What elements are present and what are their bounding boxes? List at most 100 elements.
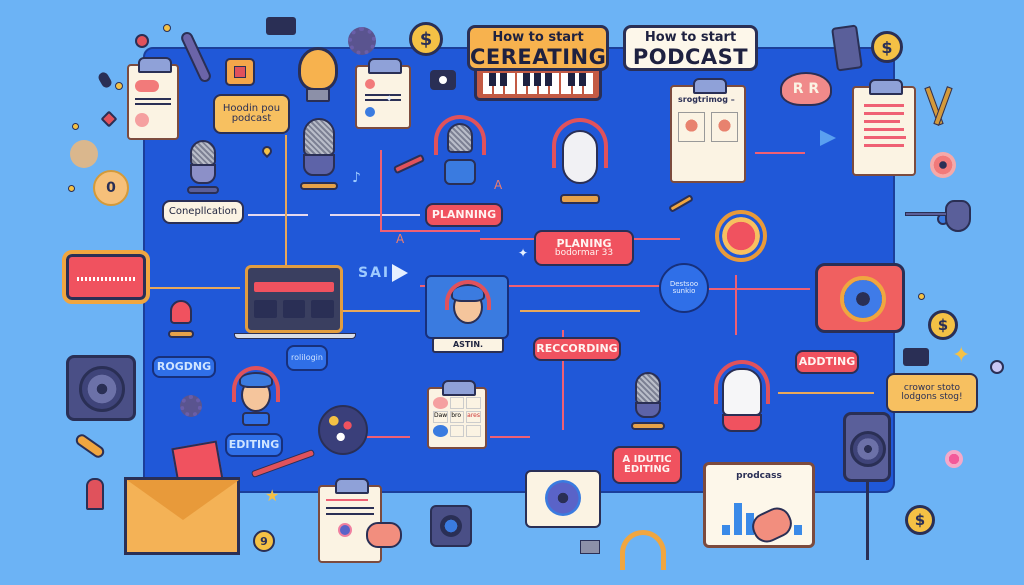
decor-dot xyxy=(100,110,118,128)
label-planning: PLANNING xyxy=(425,203,503,227)
connector-line xyxy=(340,310,420,312)
title-card-creating: How to start CEREATING xyxy=(467,25,609,71)
globe-cluster-icon xyxy=(318,405,368,455)
play-icon xyxy=(392,264,408,282)
paper-plane-icon xyxy=(820,130,836,146)
decor-dot xyxy=(115,82,123,90)
connector-line xyxy=(490,436,530,438)
headset-microphone-icon xyxy=(712,360,772,440)
coin-icon: 0 xyxy=(93,170,129,206)
music-note-icon: ♪ xyxy=(352,170,361,186)
sd-card-icon xyxy=(580,540,600,554)
title-card-large-text: PODCAST xyxy=(632,45,749,69)
camera-icon xyxy=(430,505,472,547)
badge-icon xyxy=(225,58,255,86)
gear-icon xyxy=(180,395,202,417)
planner-cell: ares xyxy=(466,411,481,423)
connector-line xyxy=(380,230,480,232)
connector-line xyxy=(700,288,810,290)
label-astin: ASTIN. xyxy=(432,337,504,353)
storyboard-heading: srogtrimog – xyxy=(678,95,735,104)
clipboard-icon xyxy=(355,58,411,129)
decor-dot xyxy=(930,152,956,178)
decor-dot xyxy=(96,70,114,90)
connector-line xyxy=(755,152,805,154)
storyboard-document: srogtrimog – xyxy=(670,78,746,183)
letter-a-icon: A xyxy=(396,232,405,246)
soundwave-icon xyxy=(62,250,150,304)
speaker-icon xyxy=(843,412,891,482)
label-adding: ADDTING xyxy=(795,350,859,374)
planning-box-title: PLANING xyxy=(556,236,612,250)
camera-small-icon xyxy=(266,17,296,35)
headphones-person-icon xyxy=(430,115,490,195)
piano-keys-icon xyxy=(474,71,602,101)
headphones-person-icon xyxy=(228,360,284,430)
coin-icon: $ xyxy=(928,310,958,340)
connector-line xyxy=(248,214,308,216)
label-recording-center: RECCORDING xyxy=(533,337,621,361)
speaker-tower-icon xyxy=(831,24,863,72)
coin-icon: $ xyxy=(871,31,903,63)
planner-icon: Daw bro ares xyxy=(427,380,487,449)
sai-text: SAI xyxy=(358,265,391,281)
coin-icon: $ xyxy=(905,505,935,535)
headset-microphone-icon xyxy=(548,118,612,218)
decor-dot xyxy=(945,450,963,468)
label-planning-box: PLANING bodormar 33 xyxy=(534,230,634,266)
connector-line xyxy=(145,287,240,289)
camera-icon xyxy=(430,70,456,90)
connector-line xyxy=(778,392,874,394)
title-card-small-text: How to start xyxy=(492,30,584,45)
marker-icon xyxy=(73,431,107,461)
speech-bubble: R R xyxy=(780,72,832,106)
drawing-hand xyxy=(366,522,402,548)
title-card-large-text: CEREATING xyxy=(470,45,607,69)
clipboard-icon xyxy=(127,57,179,140)
microphone-icon xyxy=(166,300,196,350)
star-icon: ★ xyxy=(265,486,280,505)
sparkle-icon: ✦ xyxy=(952,343,971,368)
decor-dot xyxy=(135,34,149,48)
connector-line xyxy=(735,275,737,335)
note-how-to-podcast: Hoodin pou podcast xyxy=(213,94,290,134)
speaker-icon xyxy=(66,355,136,421)
decor-coin-faded xyxy=(70,140,98,168)
coin-icon: $ xyxy=(409,22,443,56)
clipboard-icon xyxy=(852,79,916,176)
connector-line xyxy=(520,310,640,312)
bulb-base xyxy=(306,88,330,102)
note-crowd: crowor stoto lodgons stog! xyxy=(886,373,978,413)
decor-dot xyxy=(918,293,925,300)
title-card-podcast: How to start PODCAST xyxy=(623,25,758,71)
light-bulb-icon xyxy=(298,47,338,91)
label-rolilogin: rolilogin xyxy=(286,345,328,371)
connector-line xyxy=(365,436,410,438)
decor-dot xyxy=(68,185,75,192)
label-editing-left: EDITING xyxy=(225,433,283,457)
headphones-icon xyxy=(620,530,666,570)
speaker-stand xyxy=(866,482,869,560)
decor-dot xyxy=(990,360,1004,374)
label-recording-left: ROGDNG xyxy=(152,356,216,378)
sparkle-icon: ✦ xyxy=(518,246,529,260)
sparkle-icon: ✦ xyxy=(385,94,394,105)
title-card-small-text: How to start xyxy=(644,30,737,45)
microphone-icon xyxy=(183,140,223,200)
microphone-icon xyxy=(628,372,668,444)
decor-dot xyxy=(72,123,79,130)
target-gear-icon xyxy=(715,210,767,262)
envelope-icon xyxy=(124,477,240,555)
label-conceptualization: Conepllcation xyxy=(162,200,244,224)
decor-dot xyxy=(163,24,171,32)
gear-icon xyxy=(348,27,376,55)
connector-line xyxy=(420,285,660,287)
connector-line xyxy=(285,135,287,275)
usb-icon xyxy=(86,478,104,510)
label-audio-editing: A IDUTIC EDITING xyxy=(612,446,682,484)
laptop-base xyxy=(234,333,356,339)
headphones-person-icon xyxy=(443,276,493,336)
camera-bag-icon xyxy=(815,263,905,333)
connector-line xyxy=(380,150,382,230)
planner-cell: bro xyxy=(450,411,465,423)
